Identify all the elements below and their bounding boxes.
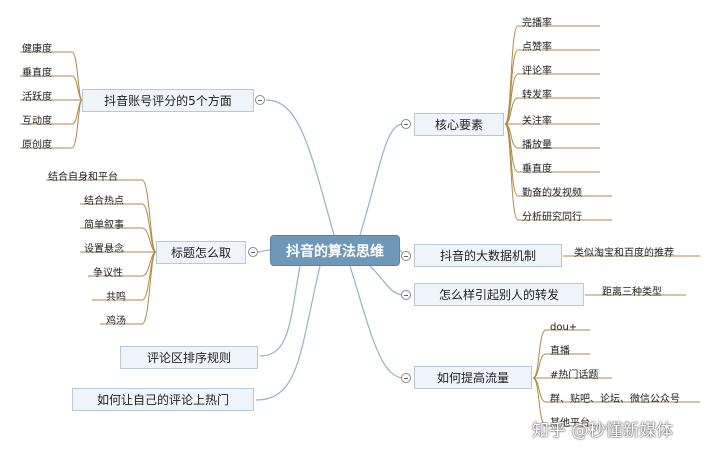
leaf-traffic[interactable]: 其他平台 — [550, 418, 590, 429]
collapse-title-naming-icon[interactable] — [248, 247, 258, 257]
leaf-core-element[interactable]: 完播率 — [522, 18, 552, 29]
leaf-title-naming[interactable]: 简单叙事 — [84, 220, 124, 231]
leaf-traffic[interactable]: dou+ — [550, 322, 578, 333]
collapse-big-data-icon[interactable] — [401, 251, 411, 261]
leaf-forwarding[interactable]: 距离三种类型 — [602, 287, 662, 298]
leaf-core-element[interactable]: 勤奋的发视频 — [522, 188, 582, 199]
leaf-core-element[interactable]: 垂直度 — [522, 164, 552, 175]
link-comment-sort — [259, 265, 301, 357]
branch-account-score[interactable]: 抖音账号评分的5个方面 — [82, 89, 254, 112]
branch-comment-hot[interactable]: 如何让自己的评论上热门 — [72, 388, 254, 411]
branch-forwarding[interactable]: 怎么样引起别人的转发 — [414, 283, 584, 306]
leaf-core-element[interactable]: 分析研究同行 — [522, 212, 582, 223]
branch-core-elements[interactable]: 核心要素 — [414, 113, 504, 136]
leaf-core-element[interactable]: 评论率 — [522, 66, 552, 77]
leaf-title-naming[interactable]: 鸡汤 — [106, 316, 126, 327]
link-title — [257, 249, 271, 253]
leaf-traffic[interactable]: 群、贴吧、论坛、微信公众号 — [550, 394, 680, 405]
leaf-core-element[interactable]: 播放量 — [522, 140, 552, 151]
leaf-title-naming[interactable]: 共鸣 — [106, 292, 126, 303]
link-account-score — [265, 99, 335, 236]
leaf-traffic[interactable]: #热门话题 — [550, 370, 599, 381]
link-comment-hot — [255, 265, 321, 401]
leaf-title-naming[interactable]: 结合热点 — [84, 196, 124, 207]
leaf-account-score[interactable]: 垂直度 — [22, 68, 52, 79]
branch-big-data[interactable]: 抖音的大数据机制 — [414, 244, 562, 267]
leaf-core-element[interactable]: 转发率 — [522, 90, 552, 101]
central-topic[interactable]: 抖音的算法思维 — [270, 235, 400, 266]
leaf-account-score[interactable]: 活跃度 — [22, 92, 52, 103]
branch-comment-sort[interactable]: 评论区排序规则 — [120, 346, 258, 369]
leaf-big-data[interactable]: 类似淘宝和百度的推荐 — [574, 248, 674, 259]
link-core — [359, 123, 404, 236]
leaf-account-score[interactable]: 互动度 — [22, 116, 52, 127]
leaf-account-score[interactable]: 健康度 — [22, 44, 52, 55]
leaf-title-naming[interactable]: 设置悬念 — [84, 244, 124, 255]
link-forward — [369, 265, 405, 296]
link-traffic — [349, 265, 405, 379]
branch-traffic[interactable]: 如何提高流量 — [414, 366, 532, 389]
leaf-account-score[interactable]: 原创度 — [22, 140, 52, 151]
leaf-core-element[interactable]: 关注率 — [522, 116, 552, 127]
leaf-core-element[interactable]: 点赞率 — [522, 42, 552, 53]
collapse-forwarding-icon[interactable] — [401, 290, 411, 300]
watermark-text: 知乎 @秒懂新媒体 — [532, 421, 674, 441]
leaf-traffic[interactable]: 直播 — [550, 346, 570, 357]
leaf-title-naming[interactable]: 结合自身和平台 — [48, 172, 118, 183]
collapse-traffic-icon[interactable] — [401, 373, 411, 383]
collapse-core-elements-icon[interactable] — [401, 119, 411, 129]
collapse-account-score-icon[interactable] — [255, 95, 265, 105]
leaf-title-naming[interactable]: 争议性 — [93, 268, 123, 279]
branch-title-naming[interactable]: 标题怎么取 — [156, 241, 246, 264]
